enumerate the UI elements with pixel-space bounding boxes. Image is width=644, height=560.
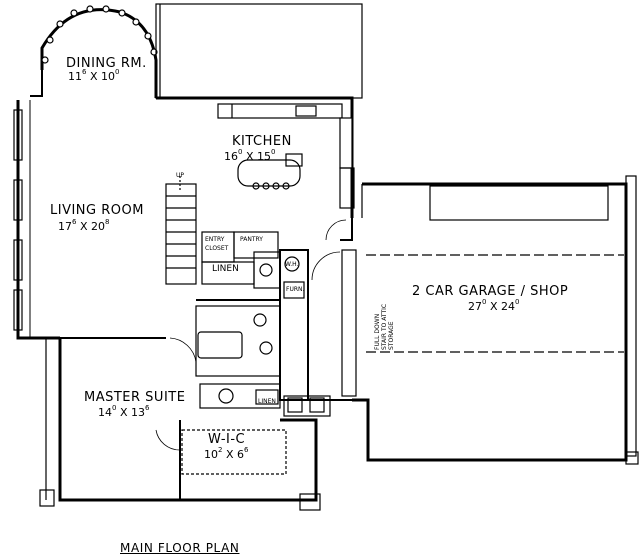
closet-label: CLOSET [205,245,229,252]
island-stools [252,182,290,190]
attic-stair-note: FULL DOWN STAIR TO ATTIC STORAGE [374,303,395,350]
wic-label: W-I-C [208,432,246,447]
kitchen-dims: 160 X 150 [224,148,276,163]
furnace-label: FURN. [286,286,305,293]
master-suite-dims: 140 X 136 [98,404,150,419]
refrigerator [339,167,355,209]
garage-dims: 270 X 240 [468,298,520,313]
linen-label: LINEN [212,264,239,274]
water-heater-label: W.H. [285,261,299,268]
wic-dims: 102 X 66 [204,446,249,461]
garage-stair-pulldown [341,249,357,397]
dining-room-label: DINING RM. [66,56,147,71]
dining-bay-posts [41,5,158,64]
garage-walls [352,182,628,462]
living-left-wall [16,100,60,340]
range [285,153,303,167]
powder-room [253,251,281,289]
stairway [165,176,197,285]
living-room-label: LIVING ROOM [50,203,144,218]
entry-label: ENTRY [205,236,225,243]
pantry-box [233,231,279,259]
linen-small-label: LINEN [258,398,276,405]
bath-vanity [199,383,281,409]
stair-up-label: UP [176,172,185,179]
pantry-label: PANTRY [240,236,263,243]
kitchen-north-wall [218,96,354,218]
kitchen-sink [295,105,317,117]
living-room-dims: 176 X 208 [58,218,110,233]
kitchen-counter [217,103,343,119]
bathtub [197,331,243,359]
living-windows [13,109,23,331]
master-suite-label: MASTER SUITE [84,390,186,405]
master-suite-walls [58,338,318,502]
plan-caption: MAIN FLOOR PLAN [120,541,240,555]
dining-room-dims: 116 X 100 [68,68,120,83]
kitchen-island [237,159,301,187]
utility-core [279,249,309,401]
garage-label: 2 CAR GARAGE / SHOP [412,284,569,299]
garage-door-header [429,185,609,221]
kitchen-label: KITCHEN [232,134,292,149]
upper-deck [155,3,363,99]
bathroom [195,305,281,377]
walk-in-closet [181,429,287,475]
